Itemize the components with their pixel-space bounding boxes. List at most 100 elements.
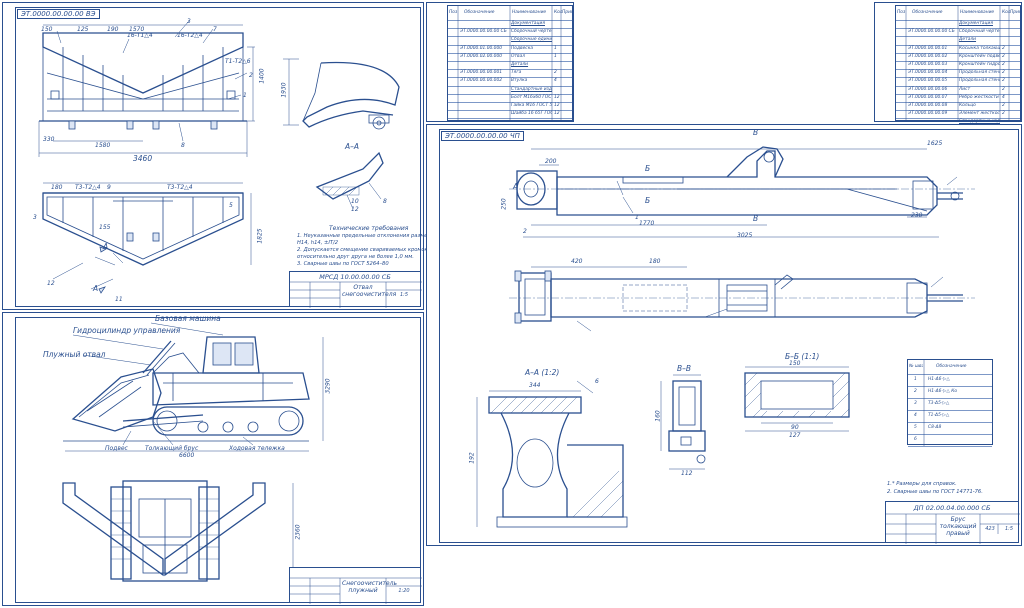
spec-right-code: ЭТ.0000.00.00.02 [908, 53, 948, 59]
dim-420: 420 [571, 258, 583, 265]
beam-note-2: 2. Сварные швы по ГОСТ 14771-76. [887, 489, 983, 495]
machine-side-view [63, 322, 324, 452]
tech-req-3: 3. Сварные швы по ГОСТ 5264–80 [297, 261, 389, 267]
dim-1570: 1570 [129, 26, 145, 33]
spec-left-name: Сборочный чертеж [511, 29, 552, 35]
spec-right-name: Кольцо [959, 103, 976, 108]
sheet-blade-frame [15, 7, 421, 307]
weld-table-header: № шва Обозначение [908, 360, 992, 375]
spec-left-code: ЭТ.0000.00.00.00 СБ [460, 29, 507, 35]
weld-number: 6 [914, 437, 917, 442]
dim-6600: 6600 [179, 452, 195, 459]
spec-left-qty: 2 [554, 70, 557, 76]
label-pos-6: 6 [595, 378, 599, 385]
blade-title-block: МРСД 10.00.00.00 СБ Отвал снегоочистител… [289, 271, 422, 308]
dim-127: 127 [789, 432, 801, 439]
dim-155: 155 [99, 224, 111, 231]
spec-right-name: Кронштейн подвеса [959, 53, 1000, 59]
beam-drawing-name: Брус толкающий правый [939, 516, 977, 537]
dim-344: 344 [529, 382, 541, 389]
blade-top-view [42, 182, 252, 294]
spec-right-qty: 4 [1002, 94, 1005, 100]
spec-sheet-left: Поз. Обозначение Наименование Кол. Приме… [426, 2, 574, 122]
weld-symbol: Н1-Δ6-▷△ [928, 377, 950, 382]
dim-180: 180 [51, 184, 63, 191]
label-pos-9: 9 [107, 184, 111, 191]
spec-right-code: ЭТ.0000.00.00.08 [908, 103, 948, 108]
label-pos-2: 2 [523, 228, 527, 235]
section-mark-b-1: Б [645, 164, 651, 173]
label-suspension: Подвес [105, 445, 128, 452]
section-aa-view [315, 151, 384, 210]
spec-right-name: Продольная стенка [959, 70, 1000, 76]
beam-note-1: 1.* Размеры для справок. [887, 481, 957, 487]
label-pos-12: 12 [47, 280, 55, 287]
spec-left-name: Подвеска [511, 45, 534, 51]
general-title-block: Снегоочиститель плужный 1:20 [289, 567, 422, 604]
spec-right-code: ЭТ.0000.00.00.00 СБ [908, 29, 955, 35]
weld-number: 4 [914, 413, 917, 418]
weld-number: 2 [914, 389, 917, 394]
spec-right-name: Детали [959, 37, 977, 43]
beam-drawing-scale: 1:5 [1004, 526, 1014, 532]
general-drawing-name: Снегоочиститель плужный [342, 580, 397, 594]
tech-req-1: 1. Неуказанные предельные отклонения раз… [297, 233, 437, 247]
weld-symbol: Т1-Δ5-▷△ [928, 413, 950, 418]
weld-table-row: 2 Н1-Δ6-▷△ Ко [908, 386, 992, 399]
weld-symbol: Н1-Δ6-▷△ Ко [928, 389, 958, 394]
label-pos-1: 1 [635, 214, 639, 221]
sheet-beam-code-tab: ЭТ.0000.00.00.00 ЧП [441, 131, 524, 141]
label-plow-blade: Плужный отвал [43, 350, 106, 359]
dim-3025: 3025 [737, 232, 753, 239]
spec-right-code: ЭТ.0000.00.00.05 [908, 78, 948, 84]
machine-top-view [62, 480, 294, 582]
section-bb-view [744, 366, 850, 432]
spec-right-name: Документация [959, 21, 993, 26]
spec-left-name: Сборочные единицы [511, 37, 552, 43]
sheet-general-frame [15, 317, 421, 603]
dim-12: 12 [351, 206, 359, 213]
section-mark-v-1: В [753, 128, 759, 137]
spec-right-qty: 2 [1002, 86, 1005, 92]
spec-right-qty: 2 [1002, 45, 1005, 51]
blade-drawing-scale: 1:5 [399, 292, 409, 298]
beam-drawing-mass: 423 [985, 526, 995, 532]
spec-left-name: Гайка М16 ГОСТ 5915-70 [511, 103, 552, 108]
section-bb-title: Б–Б (1:1) [785, 352, 820, 361]
dim-1580: 1580 [95, 142, 111, 149]
weld-symbol: Т3-Δ5-▷△ [928, 401, 950, 406]
label-base-machine: Базовая машина [155, 314, 221, 323]
label-pos-8b: 8 [383, 198, 387, 205]
label-pos-2: 2 [249, 72, 253, 79]
spec-right-name: Ребро жесткости [959, 94, 999, 100]
spec-right-name: Стандартные изделия [959, 119, 1000, 125]
spec-left-name: Отвал [511, 53, 526, 59]
spec-right-qty: 2 [1002, 111, 1005, 117]
spec-right-qty: 2 [1002, 62, 1005, 67]
spec-right-qty: 2 [1002, 78, 1005, 84]
spec-left-name: Болт М16х60 ГОСТ 7798-70 [511, 94, 552, 100]
spec-right-name: Сборочный чертеж [959, 29, 1000, 35]
spec-left-table: Поз. Обозначение Наименование Кол. Приме… [447, 5, 574, 122]
general-drawing-scale: 1:20 [398, 588, 410, 594]
blade-front-view [38, 20, 255, 157]
sheet-blade: ЭТ.0000.00.00.00 ВЭ [2, 2, 437, 310]
spec-right-qty: 2 [1002, 53, 1005, 59]
label-track: Ходовая тележка [229, 445, 285, 452]
dim-180: 180 [649, 258, 661, 265]
section-mark-v-2: В [753, 214, 759, 223]
dim-90: 90 [791, 424, 799, 431]
spec-left-code: ЭТ.0000.01.00.000 [460, 45, 503, 51]
tech-req-2: 2. Допускается смещение свариваемых кром… [297, 247, 428, 261]
spec-right-code: ЭТ.0000.00.00.03 [908, 62, 948, 67]
weld-mark-4: Т1-Т2△6 [225, 58, 251, 65]
spec-right-name: Элемент жесткости [959, 111, 1000, 117]
weld-mark-2: Т3-Т2△4 [75, 184, 101, 191]
weld-number: 3 [914, 401, 917, 406]
dim-2360: 2360 [294, 524, 302, 540]
spec-right-name: Кронштейн гидроцилиндра [959, 62, 1000, 67]
spec-left-name: Документация [511, 21, 545, 26]
weld-table-row: 3 Т3-Δ5-▷△ [908, 398, 992, 411]
